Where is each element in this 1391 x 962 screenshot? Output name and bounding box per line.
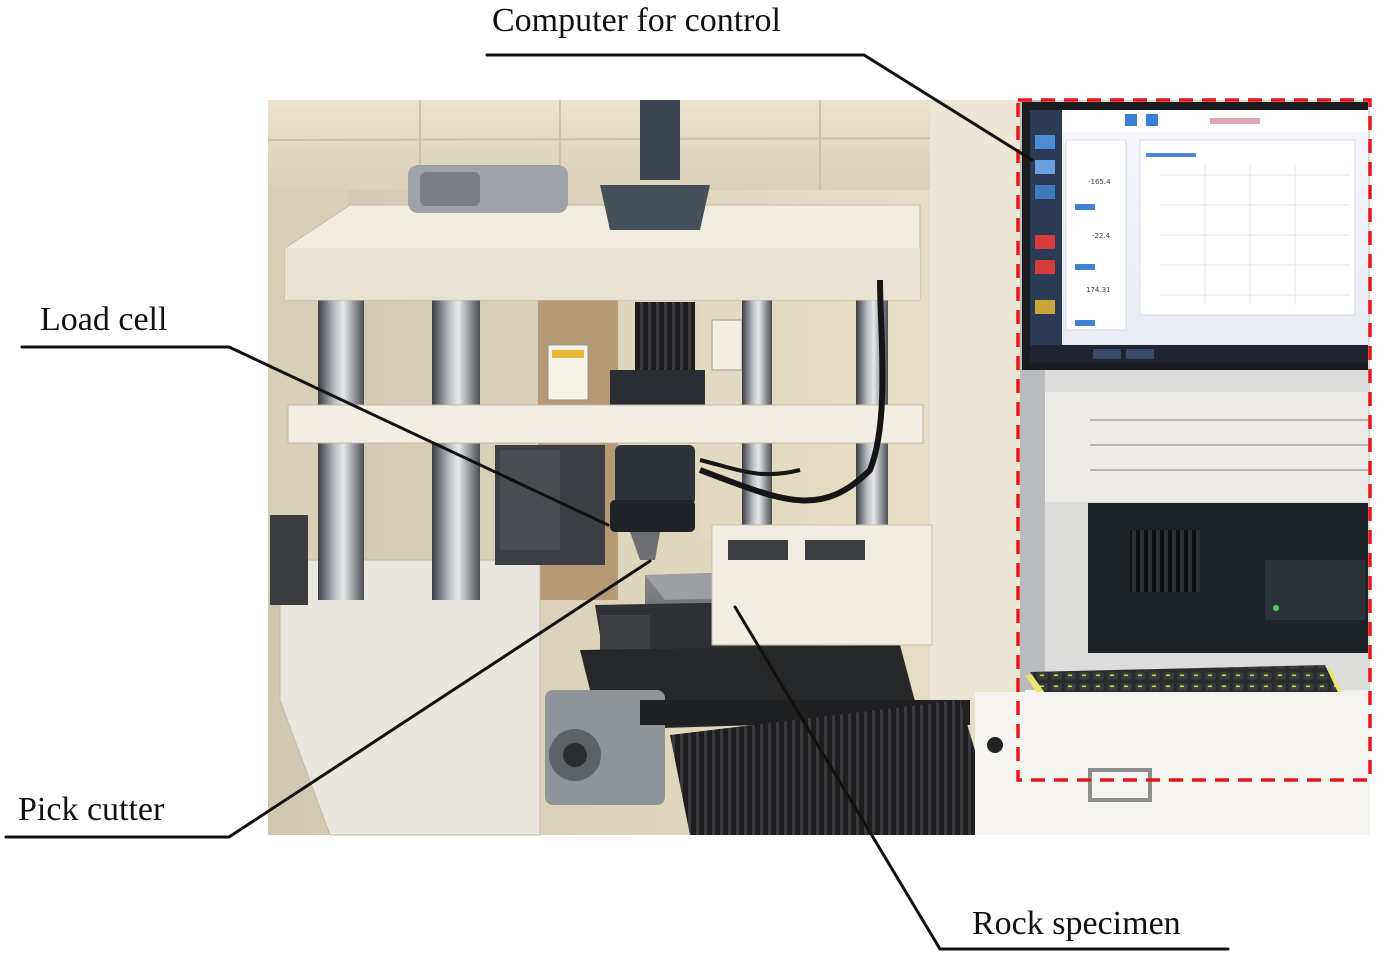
- rock-specimen-label: Rock specimen: [972, 905, 1181, 942]
- monitor-readout-2: -22.4: [1092, 232, 1111, 240]
- computer-label: Computer for control: [492, 2, 781, 39]
- pick-cutter-label: Pick cutter: [18, 791, 165, 828]
- load-cell-label: Load cell: [40, 301, 168, 338]
- monitor-readout-1: -165.4: [1088, 178, 1111, 186]
- monitor-readout-3: 174.31: [1086, 286, 1111, 294]
